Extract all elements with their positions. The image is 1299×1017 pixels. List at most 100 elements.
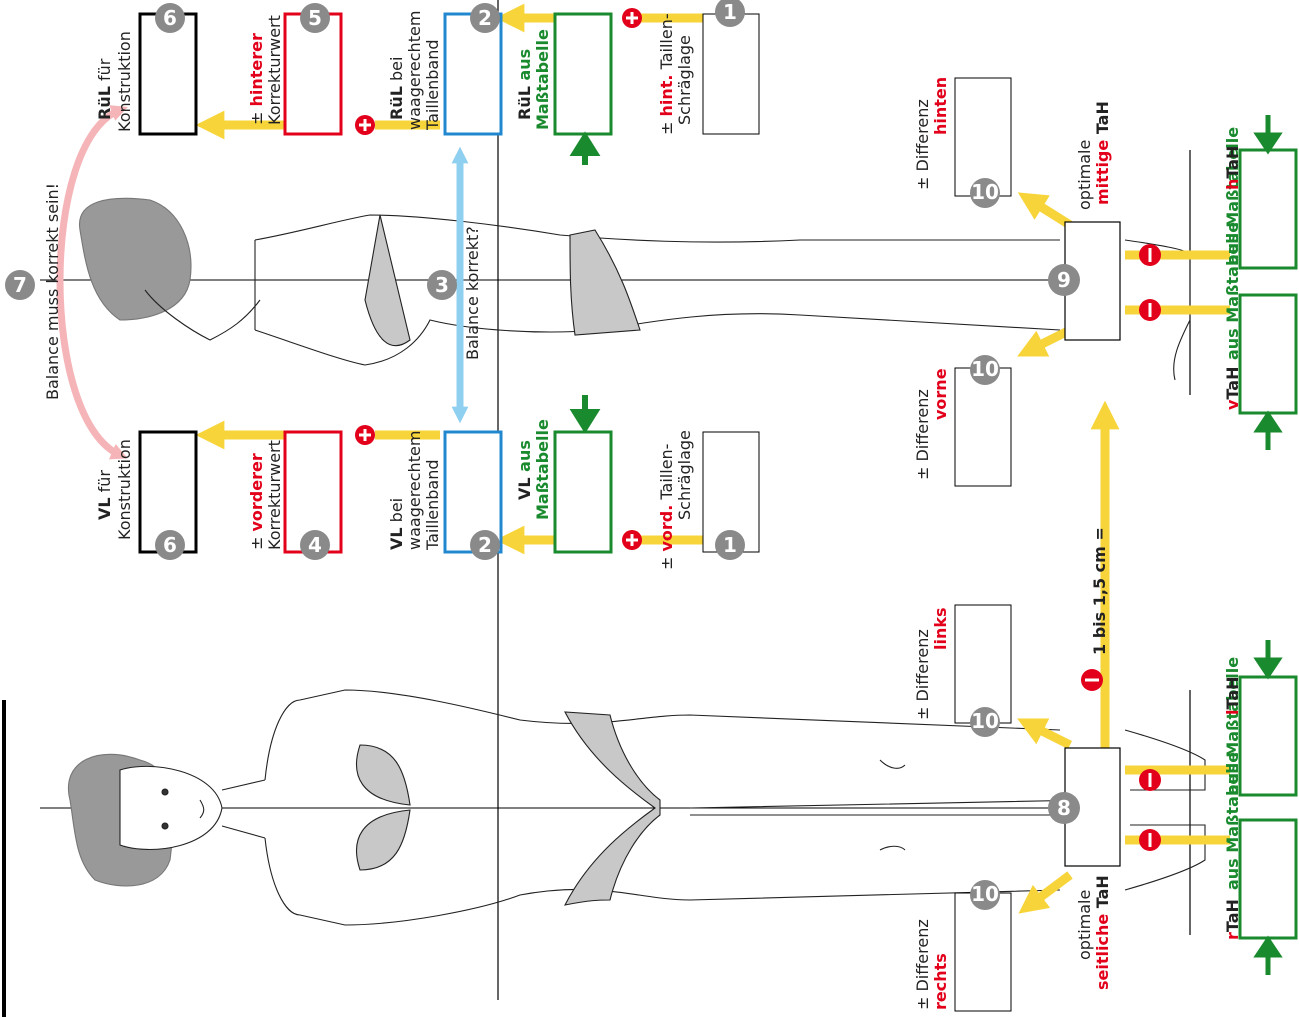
hinterer-label: ± hinterer xyxy=(247,33,266,125)
minus-icon xyxy=(1139,829,1161,851)
svg-text:4: 4 xyxy=(308,533,322,557)
badge-1-vl: 1 xyxy=(715,530,745,560)
aus-mass-label-ltah: aus Maßtabelle xyxy=(1223,657,1242,795)
rul-waag-label-3: Taillenband xyxy=(423,39,442,131)
vl-konstr-label: VL für xyxy=(95,470,114,520)
seitliche-tah-label: seitliche TaH xyxy=(1093,875,1112,990)
svg-text:6: 6 xyxy=(163,533,177,557)
svg-text:10: 10 xyxy=(971,882,999,906)
svg-text:2: 2 xyxy=(478,533,492,557)
badge-2-vl: 2 xyxy=(470,530,500,560)
minus-icon xyxy=(1139,299,1161,321)
badge-7: 7 xyxy=(5,270,35,300)
svg-text:9: 9 xyxy=(1057,268,1071,292)
vorderer-label: ± vorderer xyxy=(247,453,266,550)
balance-correct-label: Balance korrekt? xyxy=(463,226,482,360)
hint-label: ± hint. Taillen- xyxy=(657,13,676,135)
mittige-tah-label: mittige TaH xyxy=(1093,101,1112,205)
box-ltah xyxy=(1238,675,1298,797)
vord-label: ± vord. Taillen- xyxy=(657,444,676,570)
green-arrow-rtah xyxy=(1253,935,1283,975)
badge-5: 5 xyxy=(300,3,330,33)
aus-mass-label-rtah: aus Maßtabelle xyxy=(1223,752,1242,890)
arrow-9-hinten xyxy=(1017,192,1073,229)
green-arrow-htah xyxy=(1253,115,1283,155)
green-arrow-ltah xyxy=(1253,640,1283,680)
badge-10-vorne: 10 xyxy=(970,355,1000,385)
vl-waag-label-2: waagerechtem xyxy=(405,431,424,550)
links-label: links xyxy=(931,607,950,650)
arrow-9-vorne xyxy=(1017,325,1073,357)
box-diff-links xyxy=(954,604,1012,724)
vl-waag-label-3: Taillenband xyxy=(423,459,442,551)
rul-konstr-label: RüL für xyxy=(95,58,114,120)
arrow-8-rechts xyxy=(1018,871,1073,914)
green-arrow-vl xyxy=(569,395,601,434)
box-vtah xyxy=(1238,293,1298,415)
box-htah xyxy=(1238,148,1298,270)
plus-icon xyxy=(622,8,642,28)
green-arrow-vtah xyxy=(1253,410,1283,450)
arrow-8-links xyxy=(1017,718,1073,750)
svg-text:7: 7 xyxy=(13,273,27,297)
diff-hinten-label: ± Differenz xyxy=(913,99,932,190)
rul-waag-label-2: waagerechtem xyxy=(405,11,424,130)
hinten-label: hinten xyxy=(931,77,950,135)
svg-text:10: 10 xyxy=(971,709,999,733)
rul-mass-label: RüL aus xyxy=(515,49,534,120)
ltah-label: lTaH xyxy=(1223,676,1242,715)
plus-icon xyxy=(355,115,375,135)
vl-mass-label-2: Maßtabelle xyxy=(533,419,552,520)
vtah-label: vTaH xyxy=(1223,367,1242,410)
badge-6-rul: 6 xyxy=(155,3,185,33)
korrekturwert-label-rul: Korrekturwert xyxy=(265,15,284,125)
rul-waag-label: RüL bei xyxy=(387,57,406,120)
aus-mass-label-vtah: aus Maßtabelle xyxy=(1223,222,1242,360)
green-arrow-rul xyxy=(569,131,601,165)
svg-text:1: 1 xyxy=(723,0,737,24)
diff-links-label: ± Differenz xyxy=(913,629,932,720)
optimale-label-9: optimale xyxy=(1075,140,1094,210)
rechts-label: rechts xyxy=(931,953,950,1010)
balance-must-arrow xyxy=(56,105,128,460)
rul-mass-label-2: Maßtabelle xyxy=(533,29,552,130)
svg-text:8: 8 xyxy=(1057,796,1071,820)
badge-4: 4 xyxy=(300,530,330,560)
htah-label: hTaH xyxy=(1223,146,1242,190)
svg-text:10: 10 xyxy=(971,357,999,381)
box-vl-masstabelle xyxy=(553,430,613,554)
plus-icon xyxy=(355,425,375,445)
diff-vorne-label: ± Differenz xyxy=(913,389,932,480)
badge-3: 3 xyxy=(427,270,457,300)
side-figure xyxy=(79,197,1191,381)
badge-10-hinten: 10 xyxy=(970,178,1000,208)
box-diff-rechts xyxy=(954,892,1012,1012)
minus-icon xyxy=(1139,769,1161,791)
badge-1-rul: 1 xyxy=(715,0,745,27)
svg-text:10: 10 xyxy=(971,180,999,204)
vord-label-2: Schräglage xyxy=(675,430,694,520)
svg-text:1: 1 xyxy=(723,533,737,557)
minus-icon xyxy=(1081,669,1103,691)
svg-text:2: 2 xyxy=(478,6,492,30)
svg-text:6: 6 xyxy=(163,6,177,30)
badge-6-vl: 6 xyxy=(155,530,185,560)
plus-icon xyxy=(622,530,642,550)
bis-label: 1 bis 1,5 cm = xyxy=(1090,527,1109,655)
vl-konstr-label-2: Konstruktion xyxy=(115,439,134,540)
optimale-label-8: optimale xyxy=(1075,890,1094,960)
minus-icon xyxy=(1139,244,1161,266)
box-rul-masstabelle xyxy=(553,12,613,136)
box-hint-schraeglage xyxy=(702,13,760,135)
box-rul-konstruktion xyxy=(138,12,198,136)
vorne-label: vorne xyxy=(931,368,950,420)
aus-mass-label-htah: aus Maßtabelle xyxy=(1223,127,1242,265)
vl-waag-label: VL bei xyxy=(387,498,406,550)
box-rtah xyxy=(1238,818,1298,940)
balance-must-label: Balance muss korrekt sein! xyxy=(43,183,62,400)
front-figure xyxy=(67,689,1206,926)
badge-2-rul: 2 xyxy=(470,3,500,33)
hint-label-2: Schräglage xyxy=(675,35,694,125)
box-diff-hinten xyxy=(954,77,1012,197)
box-diff-vorne xyxy=(954,367,1012,487)
